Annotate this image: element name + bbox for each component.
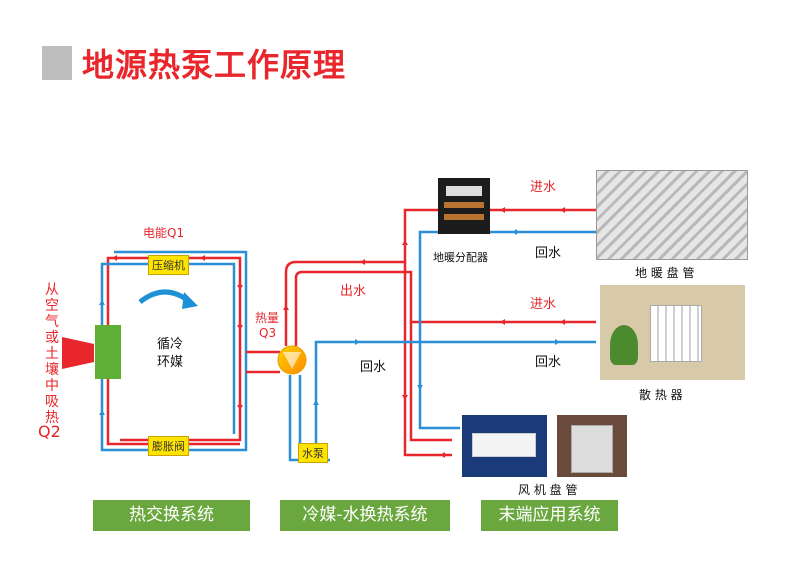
floor-coil-photo [596, 170, 748, 260]
fan-coil-photo-1 [462, 415, 547, 477]
return-water-radiator-label: 回水 [535, 355, 562, 370]
manifold-label: 地暖分配器 [433, 251, 488, 264]
radiator-label: 散 热 器 [639, 388, 683, 402]
outlet-water-label: 出水 [340, 284, 367, 299]
heat-source-funnel [62, 337, 94, 369]
supply-water-floor-label: 进水 [530, 180, 557, 195]
cycle-label-2: 环媒 [157, 355, 184, 370]
heat-source-label: 从空气或土壤中吸热 [45, 282, 59, 426]
manifold-photo [438, 178, 490, 234]
heat-q3-label-2: Q3 [259, 326, 277, 340]
title-marker [42, 46, 72, 80]
floor-coil-label: 地 暖 盘 管 [635, 266, 695, 280]
return-water-floor-label: 回水 [535, 246, 562, 261]
return-water-label-1: 回水 [360, 360, 387, 375]
cycle-arrow [138, 289, 192, 305]
supply-water-radiator-label: 进水 [530, 297, 557, 312]
evaporator-block [95, 325, 121, 379]
cycle-label-1: 循冷 [157, 337, 184, 352]
q2-label: Q2 [38, 422, 61, 441]
power-label: 电能Q1 [143, 226, 185, 240]
page-title: 地源热泵工作原理 [82, 46, 347, 84]
heat-q3-label-1: 热量 [255, 311, 280, 325]
section-refrigerant-water: 冷媒-水换热系统 [280, 500, 450, 531]
expansion-valve-tag: 膨胀阀 [148, 436, 189, 456]
compressor-tag: 压缩机 [148, 255, 189, 275]
water-pump-tag: 水泵 [298, 443, 328, 463]
fan-coil-photo-2 [557, 415, 627, 477]
section-heat-exchange: 热交换系统 [93, 500, 250, 531]
section-terminal: 末端应用系统 [481, 500, 618, 531]
fan-coil-label: 风 机 盘 管 [518, 483, 578, 497]
radiator-photo [600, 285, 745, 380]
